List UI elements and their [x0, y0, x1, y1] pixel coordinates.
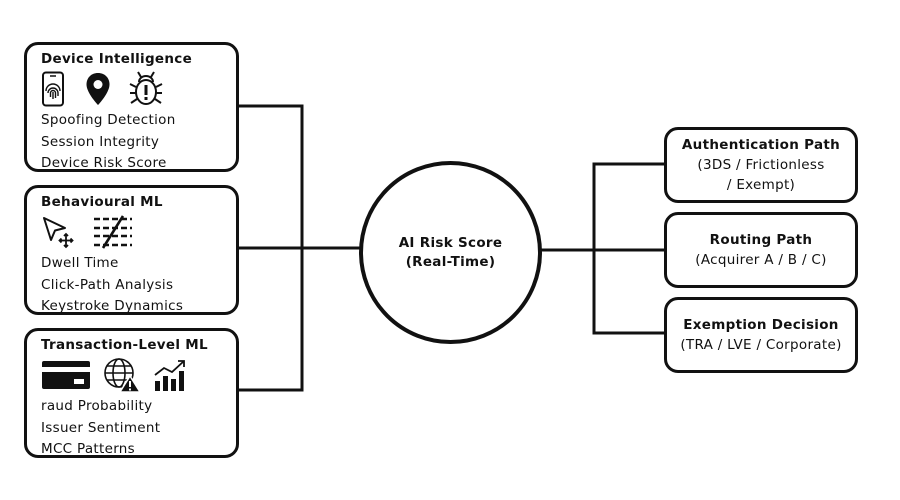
list-item: MCC Patterns [41, 441, 135, 457]
device-intelligence-box: Device Intelligence [24, 42, 239, 172]
list-item: Device Risk Score [41, 155, 167, 171]
fingerprint-phone-icon [41, 71, 65, 107]
item-list: Spoofing Detection Session Integrity Dev… [41, 110, 236, 175]
box-subtitle: (Acquirer A / B / C) [695, 252, 827, 268]
icon-row [41, 356, 236, 394]
transaction-level-ml-box: Transaction-Level ML [24, 328, 239, 458]
list-item: Dwell Time [41, 255, 119, 271]
trending-bars-icon [153, 358, 187, 392]
cursor-move-icon [41, 215, 75, 249]
list-item: Click-Path Analysis [41, 276, 174, 293]
icon-row [41, 70, 236, 108]
box-title: Authentication Path [681, 137, 841, 153]
box-subtitle: (3DS / Frictionless [697, 157, 825, 173]
authentication-path-box: Authentication Path (3DS / Frictionless … [664, 127, 858, 203]
hub-subtitle: (Real-Time) [405, 253, 496, 270]
box-title: Transaction-Level ML [41, 337, 208, 353]
behavioural-ml-box: Behavioural ML [24, 185, 239, 315]
list-item: Keystroke Dynamics [41, 298, 184, 314]
box-title: Device Intelligence [41, 51, 193, 67]
connector-device [237, 104, 304, 250]
icon-row [41, 213, 236, 251]
globe-warning-icon [103, 357, 141, 393]
box-title: Behavioural ML [41, 194, 163, 210]
list-item: Session Integrity [41, 133, 160, 150]
exemption-decision-box: Exemption Decision (TRA / LVE / Corporat… [664, 297, 858, 373]
ai-risk-score-hub: AI Risk Score (Real-Time) [359, 161, 542, 344]
connector-transaction [237, 246, 304, 392]
routing-path-box: Routing Path (Acquirer A / B / C) [664, 212, 858, 288]
location-pin-icon [85, 72, 111, 106]
box-subtitle: (TRA / LVE / Corporate) [680, 337, 842, 353]
bug-alert-icon [129, 71, 163, 107]
item-list: raud Probability Issuer Sentiment MCC Pa… [41, 396, 236, 461]
box-title: Exemption Decision [683, 317, 839, 333]
box-title: Routing Path [709, 232, 813, 248]
hub-title: AI Risk Score [398, 234, 503, 251]
list-item: raud Probability [41, 398, 153, 414]
list-item: Spoofing Detection [41, 112, 176, 128]
strikethrough-signal-icon [93, 215, 133, 249]
list-item: Issuer Sentiment [41, 419, 161, 436]
item-list: Dwell Time Click-Path Analysis Keystroke… [41, 253, 236, 318]
box-subtitle: / Exempt) [726, 177, 796, 193]
credit-card-icon [41, 360, 91, 390]
